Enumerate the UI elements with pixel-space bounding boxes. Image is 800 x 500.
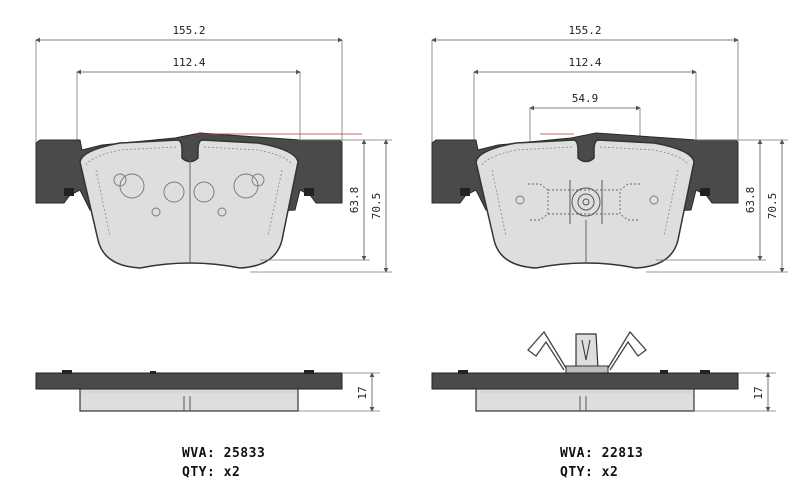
- right-side-friction: [475, 388, 695, 412]
- right-wva-value: 22813: [601, 446, 644, 461]
- left-caption: WVA: 25833 QTY: x2: [182, 444, 265, 482]
- right-qty-label: QTY:: [560, 465, 594, 480]
- right-inner-width-dimension: 112.4: [473, 56, 697, 190]
- right-spring-clip-outline: [528, 183, 640, 221]
- right-inner-width-value: 112.4: [568, 56, 601, 69]
- left-inner-width-value: 112.4: [172, 56, 205, 69]
- left-side-friction: [79, 388, 299, 412]
- left-backplate-holes: [113, 173, 265, 217]
- right-caption: WVA: 22813 QTY: x2: [560, 444, 643, 482]
- right-outer-height-value: 70.5: [766, 193, 779, 220]
- left-qty-label: QTY:: [182, 465, 216, 480]
- right-friction-surface: [475, 139, 695, 269]
- right-ear-clip-left: [460, 188, 470, 196]
- right-height-dimensions: 63.8 70.5: [646, 139, 788, 273]
- left-wva-value: 25833: [223, 446, 266, 461]
- right-ear-clip-right: [700, 188, 710, 196]
- left-wva-label: WVA:: [182, 446, 216, 461]
- left-wva-row: WVA: 25833: [182, 444, 265, 463]
- right-side-backplate: [431, 372, 739, 390]
- right-sensor-width-value: 54.9: [572, 92, 599, 105]
- right-sensor-mount: [569, 180, 603, 224]
- left-inner-height-value: 63.8: [348, 187, 361, 214]
- right-wva-row: WVA: 22813: [560, 444, 643, 463]
- right-thickness-value: 17: [752, 386, 765, 399]
- right-wva-label: WVA:: [560, 446, 594, 461]
- right-backplate-holes: [515, 195, 659, 205]
- left-pad-front-view: 155.2 112.4: [35, 24, 392, 273]
- left-qty-row: QTY: x2: [182, 463, 265, 482]
- left-pad-side-view: 17: [35, 370, 380, 412]
- left-width-value: 155.2: [172, 24, 205, 37]
- left-outer-height-value: 70.5: [370, 193, 383, 220]
- left-ear-clip-left: [64, 188, 74, 196]
- right-qty-value: x2: [601, 465, 619, 480]
- right-pad-side-view: 17: [431, 330, 776, 412]
- left-friction-surface: [79, 139, 299, 269]
- left-ear-clip-right: [304, 188, 314, 196]
- left-side-backplate: [35, 372, 343, 390]
- right-inner-height-value: 63.8: [744, 187, 757, 214]
- left-height-dimensions: 63.8 70.5: [250, 139, 392, 273]
- right-pad-front-view: 155.2 112.4 54.9: [431, 24, 788, 273]
- right-side-spring-clip: [575, 333, 599, 369]
- right-qty-row: QTY: x2: [560, 463, 643, 482]
- right-width-value: 155.2: [568, 24, 601, 37]
- left-qty-value: x2: [223, 465, 241, 480]
- left-thickness-value: 17: [356, 386, 369, 399]
